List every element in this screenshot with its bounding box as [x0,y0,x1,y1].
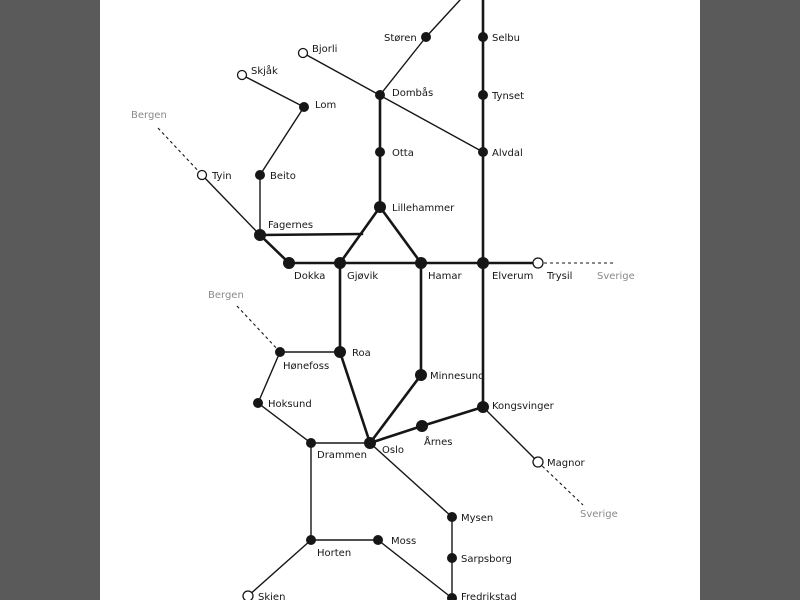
label-bergen-north: Bergen [131,110,167,121]
route-lillehammer-gjovik [338,205,382,265]
station-roa-dot[interactable] [334,346,346,358]
station-hamar-dot[interactable] [415,257,427,269]
station-tyin-dot[interactable] [196,169,208,181]
label-minnesund: Minnesund [430,371,484,382]
label-horten: Horten [317,548,351,559]
station-mysen-dot[interactable] [447,512,457,522]
station-sarpsborg-dot[interactable] [447,553,457,563]
link-bergen-north [157,127,203,176]
external-labels: Bergen Bergen Sverige Sverige [131,110,635,520]
route-kongsvinger-magnor [482,406,539,463]
label-hamar: Hamar [428,271,463,282]
label-skien: Skien [258,592,285,600]
station-lillehammer-dot[interactable] [374,201,386,213]
label-mysen: Mysen [461,513,493,524]
label-skjak: Skjåk [251,64,278,77]
label-fredrikstad: Fredrikstad [461,592,517,600]
station-alvdal-dot[interactable] [478,147,488,157]
station-fagernes-dot[interactable] [254,229,266,241]
label-roa: Roa [352,348,371,359]
label-beito: Beito [270,171,296,182]
label-tyin: Tyin [211,171,232,182]
station-fredrikstad-dot[interactable] [447,593,457,600]
route-lillehammer-hamar [378,205,423,265]
label-moss: Moss [391,536,416,547]
station-minnesund-dot[interactable] [415,369,427,381]
station-labels: Støren Selbu Bjorli Skjåk Dombås Tynset … [211,33,586,600]
station-arnes-dot[interactable] [416,420,428,432]
route-arnes-kongsvinger [420,405,485,428]
label-bjorli: Bjorli [312,44,337,55]
label-elverum: Elverum [492,271,533,282]
link-bergen-south [236,305,281,353]
label-sarpsborg: Sarpsborg [461,554,512,565]
label-tynset: Tynset [491,91,524,102]
route-minnesund-oslo [368,373,423,445]
label-oslo: Oslo [382,445,404,456]
route-moss-fredrikstad [377,539,453,599]
station-tynset-dot[interactable] [478,90,488,100]
route-oslo-mysen [369,442,453,518]
station-bjorli-dot[interactable] [297,47,309,59]
label-lillehammer: Lillehammer [392,203,455,214]
label-sverige-southeast: Sverige [580,509,618,520]
station-dombas-dot[interactable] [375,90,385,100]
station-selbu-dot[interactable] [478,32,488,42]
label-sverige-east: Sverige [597,271,635,282]
route-fagernes-dokka [258,233,291,265]
station-kongsvinger-dot[interactable] [477,401,489,413]
route-honefoss-hoksund-drammen-oslo [257,351,371,444]
route-skjak-lom [241,74,305,108]
station-beito-dot[interactable] [255,170,265,180]
label-magnor: Magnor [547,458,586,469]
route-horten-skien [247,539,312,597]
station-magnor-dot[interactable] [532,456,544,468]
link-sverige-southeast [537,461,584,506]
label-arnes: Årnes [424,435,452,448]
label-honefoss: Hønefoss [283,361,329,372]
label-bergen-south: Bergen [208,290,244,301]
station-gjovik-dot[interactable] [334,257,346,269]
station-storen-dot[interactable] [421,32,431,42]
station-moss-dot[interactable] [373,535,383,545]
stations [196,32,544,600]
label-gjovik: Gjøvik [347,271,378,282]
station-otta-dot[interactable] [375,147,385,157]
station-hoksund-dot[interactable] [253,398,263,408]
station-horten-dot[interactable] [306,535,316,545]
label-storen: Støren [384,33,417,44]
label-fagernes: Fagernes [268,220,313,231]
station-trysil-dot[interactable] [532,257,544,269]
station-oslo-dot[interactable] [364,437,376,449]
route-fagernes-lillehammer [258,232,364,237]
label-lom: Lom [315,100,336,111]
label-dokka: Dokka [294,271,325,282]
label-alvdal: Alvdal [492,148,523,159]
label-drammen: Drammen [317,450,367,461]
label-dombas: Dombås [392,86,433,99]
station-skjak-dot[interactable] [236,69,248,81]
station-elverum-dot[interactable] [477,257,489,269]
route-roa-oslo [338,350,372,445]
label-hoksund: Hoksund [268,399,312,410]
map-panel [100,0,700,600]
station-skien-dot[interactable] [242,590,254,600]
label-trysil: Trysil [546,271,572,282]
label-kongsvinger: Kongsvinger [492,401,555,412]
route-bjorli-alvdal [302,52,484,153]
route-oslo-arnes [368,424,424,445]
station-drammen-dot[interactable] [306,438,316,448]
route-storen-dombas [379,36,427,96]
label-selbu: Selbu [492,33,520,44]
station-dokka-dot[interactable] [283,257,295,269]
route-tyin-fagernes [201,174,261,236]
label-otta: Otta [392,148,414,159]
station-lom-dot[interactable] [299,102,309,112]
route-storen-north [425,0,461,38]
station-honefoss-dot[interactable] [275,347,285,357]
